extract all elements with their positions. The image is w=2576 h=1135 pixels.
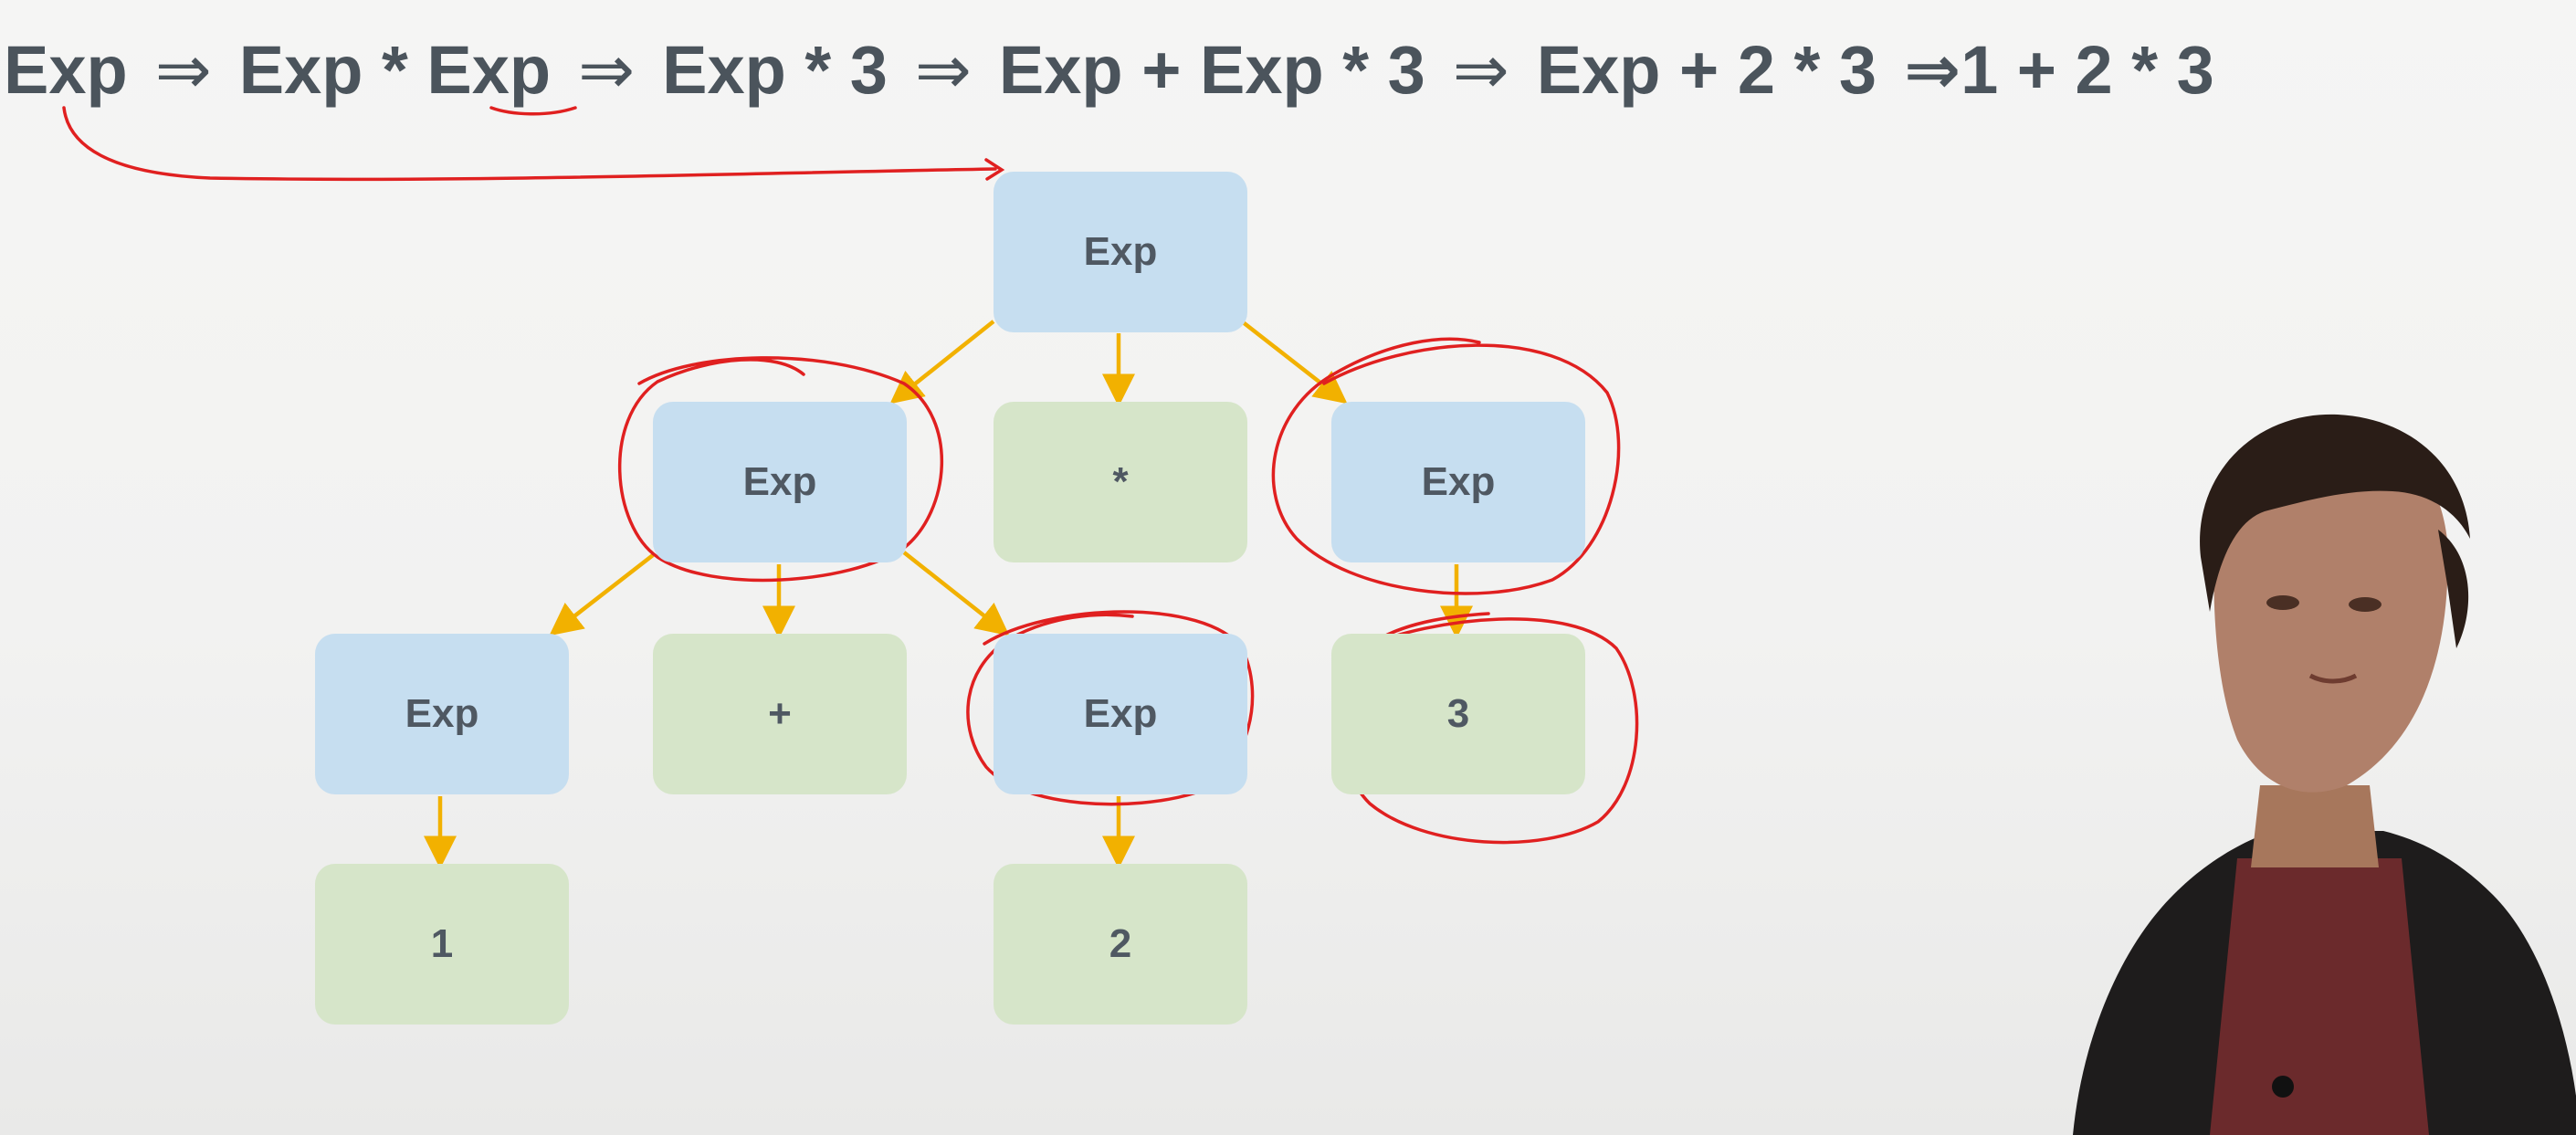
derivation-step-4: Exp + Exp * 3 xyxy=(998,32,1425,108)
derives-arrow: ⇒ xyxy=(914,32,972,108)
derivation-sequence: Exp ⇒ Exp * Exp ⇒ Exp * 3 ⇒ Exp + Exp * 3 ⇒ Exp … xyxy=(4,20,2242,121)
node-label: Exp xyxy=(405,691,479,736)
tree-node-l2-4: 3 xyxy=(1331,634,1585,794)
node-label: 1 xyxy=(430,921,454,966)
tree-node-l2-3: Exp xyxy=(994,634,1247,794)
tree-node-l3-1: 1 xyxy=(315,864,569,1025)
node-label: Exp xyxy=(1083,691,1158,736)
tree-node-root: Exp xyxy=(994,172,1247,332)
node-label: Exp xyxy=(1421,459,1496,504)
derives-arrow: ⇒ xyxy=(154,32,212,108)
derivation-step-1: Exp xyxy=(4,32,128,108)
node-label: 3 xyxy=(1446,691,1470,736)
tree-node-l1-mid: * xyxy=(994,402,1247,562)
edge-root-right xyxy=(1240,320,1348,405)
node-label: Exp xyxy=(1083,229,1158,274)
node-label: * xyxy=(1112,459,1129,504)
underline-annotation xyxy=(489,106,577,116)
tree-node-l1-right: Exp xyxy=(1331,402,1585,562)
circle-annotation-exp-right xyxy=(1271,337,1621,595)
sweep-arrowhead-annotation xyxy=(984,158,1005,181)
tree-node-l2-2: + xyxy=(653,634,907,794)
derives-arrow: ⇒ xyxy=(578,32,636,108)
derivation-step-5: Exp + 2 * 3 xyxy=(1536,32,1877,108)
tree-node-l2-1: Exp xyxy=(315,634,569,794)
node-label: 2 xyxy=(1109,921,1132,966)
node-label: + xyxy=(768,691,792,736)
tree-node-l1-left: Exp xyxy=(653,402,907,562)
derives-arrow: ⇒ xyxy=(1452,32,1509,108)
presenter-video-overlay xyxy=(2073,414,2576,1135)
derivation-step-3: Exp * 3 xyxy=(662,32,888,108)
sweep-arrow-annotation xyxy=(62,106,997,182)
derivation-step-6: ⇒1 + 2 * 3 xyxy=(1904,32,2214,108)
edge-root-left xyxy=(889,320,995,405)
derivation-step-2: Exp * Exp xyxy=(238,32,552,108)
edge-l1-right xyxy=(902,551,1010,636)
edge-l1-left xyxy=(549,553,655,636)
node-label: Exp xyxy=(742,459,817,504)
circle-annotation-exp-left xyxy=(618,356,943,583)
tree-node-l3-2: 2 xyxy=(994,864,1247,1025)
